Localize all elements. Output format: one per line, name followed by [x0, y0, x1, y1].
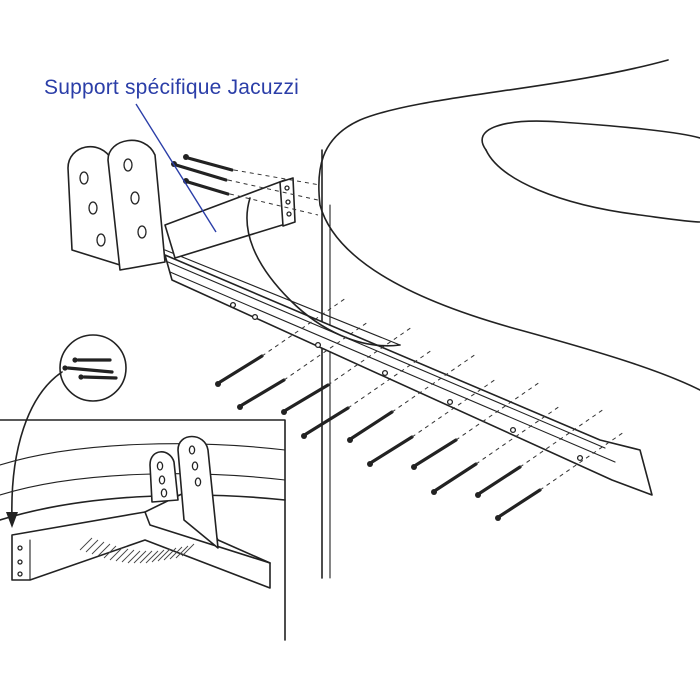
screw-icon	[171, 161, 228, 182]
support-rail	[164, 249, 653, 496]
screw-icon	[495, 488, 542, 521]
lower-screws	[215, 297, 625, 521]
screw-icon	[183, 178, 230, 196]
screw-icon	[237, 378, 286, 410]
screw-icon	[367, 435, 414, 467]
inset-detail	[0, 419, 286, 641]
top-screws	[171, 154, 321, 216]
screw-icon	[301, 406, 350, 439]
jacuzzi-support	[164, 177, 401, 347]
screw-icon	[411, 438, 458, 470]
screw-icon	[183, 154, 234, 172]
callout-leader	[135, 103, 217, 233]
screw-icon	[215, 354, 264, 387]
screw-detail-bubble	[6, 334, 127, 528]
screw-icon	[347, 410, 394, 443]
callout-label: Support spécifique Jacuzzi	[44, 76, 300, 99]
screw-icon	[475, 465, 522, 498]
spa-tub	[317, 59, 700, 579]
screw-icon	[281, 383, 330, 415]
rail-holes	[229, 301, 584, 462]
upright-brackets	[67, 139, 166, 271]
screw-icon	[431, 462, 478, 495]
